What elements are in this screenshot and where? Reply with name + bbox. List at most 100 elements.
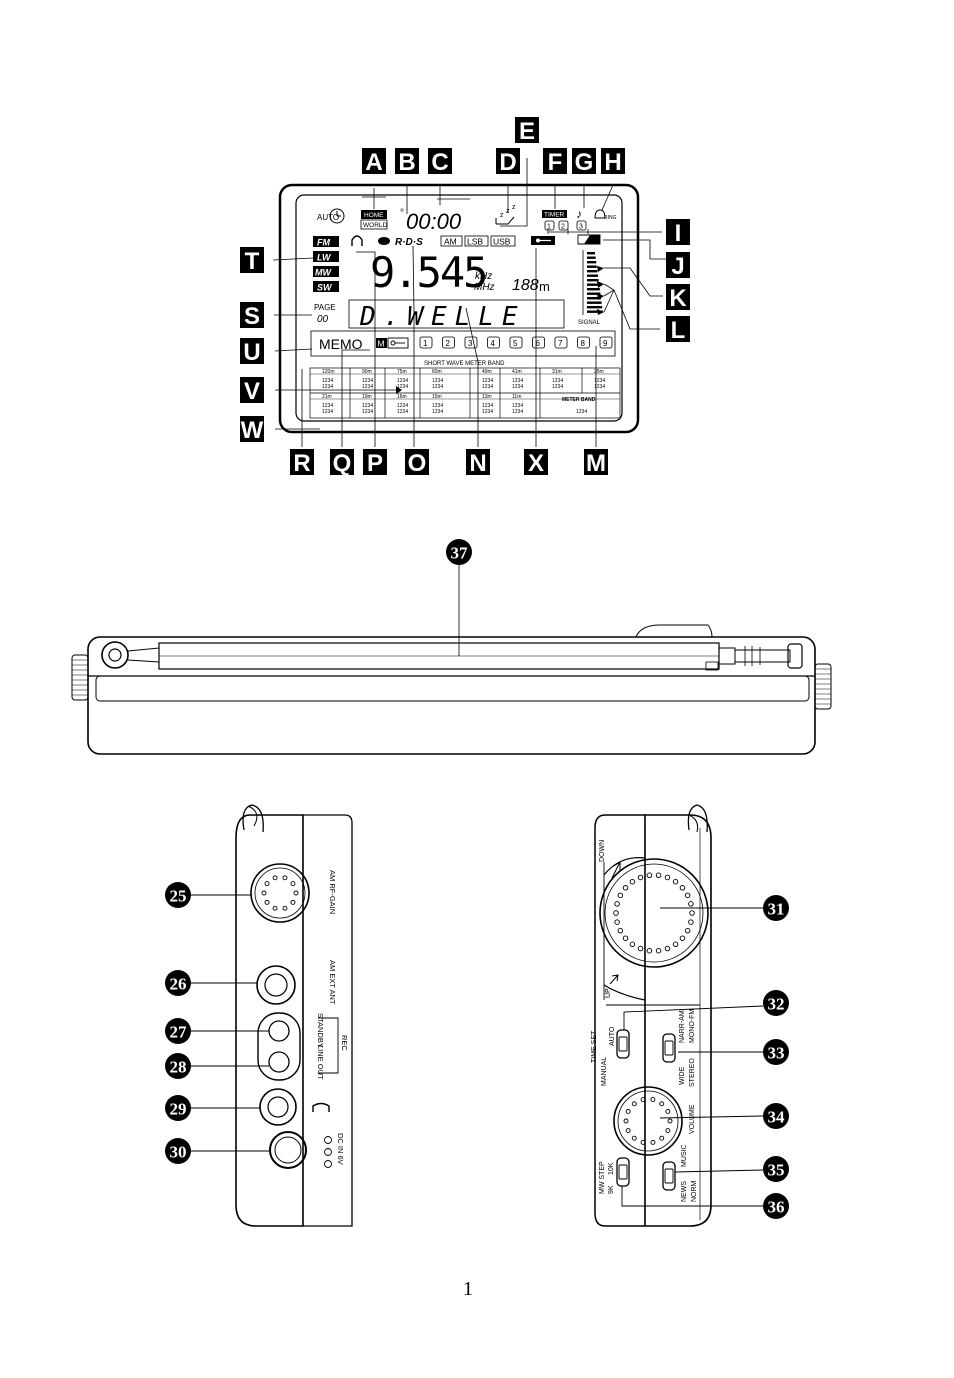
svg-text:1234: 1234 [362,403,373,409]
svg-text:60m: 60m [432,369,442,375]
mw-step-switch [616,1157,630,1187]
svg-text:1234: 1234 [362,409,373,415]
label-down: DOWN [599,840,606,862]
lcd-outer-frame [278,183,640,434]
label-up: UP [605,988,612,998]
signal-bar [587,283,600,286]
callout-25: 25 [165,882,191,908]
memo-frame [310,330,616,357]
svg-text:3: 3 [468,339,473,348]
memo-label: MEMO [319,336,363,352]
svg-text:1234: 1234 [322,409,333,415]
svg-text:L: L [671,317,686,344]
khz-label: kHz [475,271,492,282]
callout-33: 33 [763,1039,789,1065]
svg-text:1234: 1234 [322,378,333,384]
callout-letter-s: S [240,302,264,330]
callout-letter-v: V [240,377,264,405]
preset-8: 8 [577,336,590,349]
clock-degree: ° [400,208,404,219]
label-10k: 10K [608,1162,615,1175]
world-label: WORLD [363,222,388,229]
snooze-icon [495,216,515,225]
callout-letter-m: M [584,449,608,477]
svg-text:8: 8 [581,339,586,348]
svg-text:G: G [575,149,594,176]
svg-text:4: 4 [491,339,496,348]
svg-text:33: 33 [768,1044,785,1063]
rds-label: R·D·S [395,237,423,248]
svg-text:15m: 15m [432,394,442,400]
svg-text:1234: 1234 [594,378,605,384]
svg-text:W: W [241,417,264,444]
signal-bar [587,279,599,282]
svg-text:29: 29 [170,1100,187,1119]
callout-letter-k: K [666,284,690,312]
svg-text:5: 5 [513,339,518,348]
svg-text:1234: 1234 [397,378,408,384]
svg-text:1234: 1234 [576,409,587,415]
svg-text:B: B [398,149,415,176]
svg-text:J: J [671,253,684,280]
mhz-label: MHz [474,282,495,293]
svg-text:36: 36 [768,1198,785,1217]
svg-text:C: C [431,149,448,176]
callout-31: 31 [763,895,789,921]
preset-9: 9 [599,336,613,349]
callout-letter-i: I [666,219,690,247]
callout-heads [396,266,604,394]
page-label: PAGE [314,303,336,312]
signal-bar [587,310,603,313]
svg-text:1: 1 [547,224,551,231]
svg-text:1234: 1234 [362,384,373,390]
svg-text:K: K [669,285,687,312]
auto-clock-icon [329,208,345,224]
band-fm: FM [317,238,330,248]
band-lw: LW [317,253,332,263]
mode-usb: USB [493,237,511,247]
rf-gain-knob [250,863,310,923]
svg-text:N: N [469,450,486,477]
svg-text:1234: 1234 [512,403,523,409]
signal-meter [587,252,603,313]
signal-bar [587,252,595,255]
top-view-body [87,636,816,755]
svg-text:X: X [528,450,544,477]
table-title: SHORT WAVE METER BAND [424,361,505,367]
svg-text:19m: 19m [362,394,372,400]
preset-2: 2 [442,336,455,349]
svg-text:V: V [244,378,260,405]
label-wide: WIDE [679,1066,686,1085]
svg-text:I: I [675,220,682,247]
callout-32: 32 [763,990,789,1016]
callout-letter-r: R [290,449,314,477]
preset-4: 4 [487,336,500,349]
time-set-switch [616,1029,630,1059]
band-sw: SW [317,283,333,293]
callout-letter-f: F [543,148,567,176]
label-stereo: STEREO [689,1058,696,1087]
left-side-view [191,804,353,1227]
memo-m: M [378,339,385,349]
svg-text:F: F [548,149,563,176]
svg-text:1234: 1234 [397,409,408,415]
timer-number-boxes: 1 2 3 [544,220,587,231]
headphone-jack [259,1088,297,1126]
lcd-top-row: AUTO HOME WORLD ° 00:00 z z z TIMER 1 2 … [317,204,617,234]
clock-display: 00:00 [406,209,462,234]
music-note-icon: ♪ [576,207,582,221]
lcd-display [278,183,640,434]
callout-letter-u: U [240,338,264,366]
station-frame [348,299,565,329]
signal-bar [587,297,601,300]
svg-text:11m: 11m [512,394,521,400]
